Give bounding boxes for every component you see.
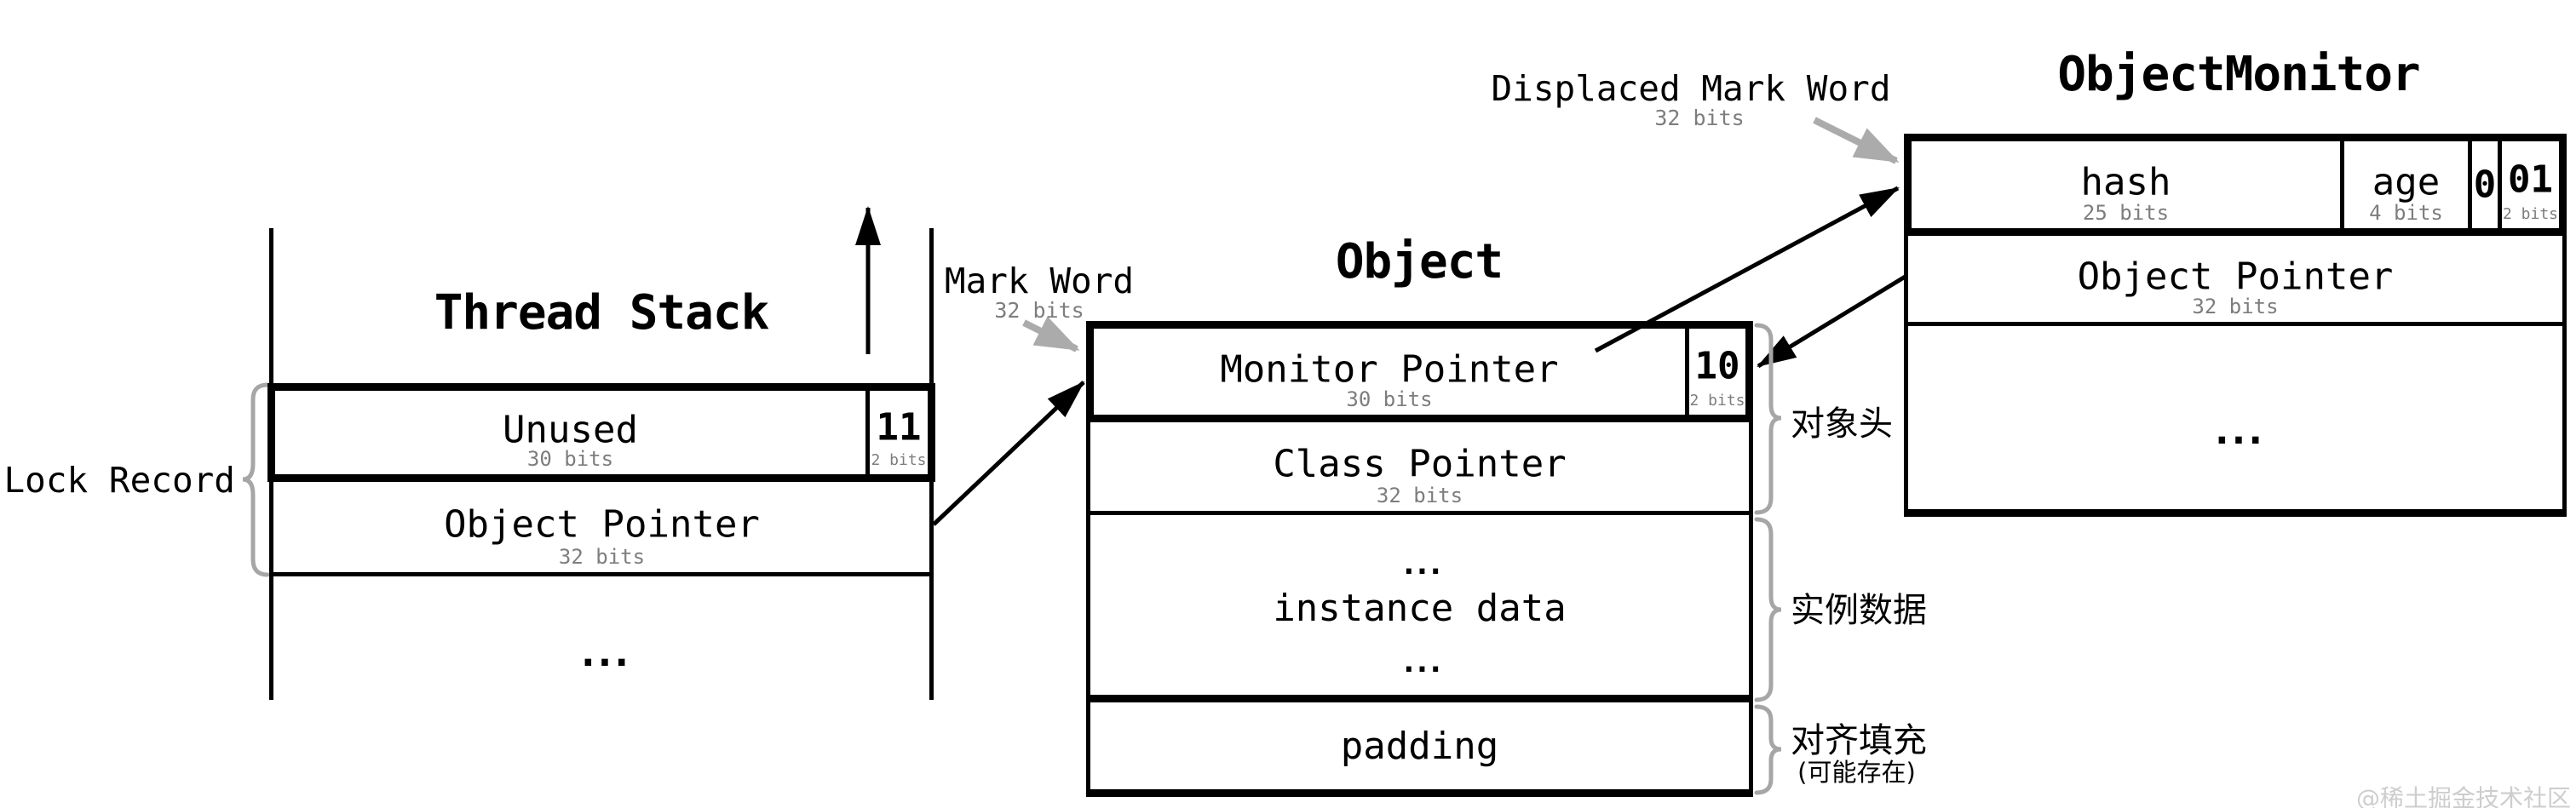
lockrecord-object-pointer-bits: 32 bits: [558, 545, 646, 569]
arrow-lockrecord-to-object: [932, 381, 1085, 526]
objectmonitor-object-pointer-row: Object Pointer 32 bits: [1908, 236, 2562, 326]
hash-label: hash: [2080, 160, 2171, 204]
object-header-cn-label: 对象头: [1791, 404, 1893, 444]
instance-data-ellipsis-bottom: ...: [1399, 645, 1445, 679]
watermark: @稀土掘金技术社区: [2355, 784, 2571, 808]
thread-stack-title: Thread Stack: [434, 285, 770, 341]
lock-flag-11-cell: 11 2 bits: [865, 391, 928, 474]
instance-data-ellipsis-top: ...: [1399, 547, 1445, 582]
class-pointer-bits: 32 bits: [1376, 484, 1463, 507]
unused-cell: Unused 30 bits: [275, 391, 865, 474]
age-label: age: [2372, 160, 2441, 204]
lockrecord-object-pointer-row: Object Pointer 32 bits: [271, 482, 933, 576]
markword-annotation-arrow: [1022, 316, 1080, 352]
lock-flag-01-bits-label: 2 bits: [2502, 205, 2559, 223]
unused-bits-label: 30 bits: [526, 447, 614, 471]
lock-flag-01-cell: 01 2 bits: [2498, 141, 2559, 228]
lock-record-brace: [242, 382, 270, 577]
thread-stack-ellipsis: ...: [576, 629, 633, 675]
alignment-padding-brace: [1754, 704, 1782, 795]
displaced-mark-word-annotation: Displaced Mark Word: [1491, 68, 1891, 109]
monitor-pointer-cell: Monitor Pointer 30 bits: [1094, 329, 1685, 415]
lock-record-label: Lock Record: [3, 460, 235, 501]
monitor-pointer-label: Monitor Pointer: [1220, 347, 1559, 391]
bias-bit-value: 0: [2473, 163, 2497, 207]
lock-flag-10-value: 10: [1694, 344, 1740, 388]
object-markword-row: Monitor Pointer 30 bits 10 2 bits: [1086, 321, 1753, 422]
may-exist-cn-label: (可能存在): [1797, 758, 1916, 787]
displaced-markword-annotation-arrow: [1813, 117, 1900, 164]
lock-flag-11-value: 11: [876, 405, 922, 450]
lock-record-unused-row: Unused 30 bits 11 2 bits: [267, 383, 935, 482]
padding-label: padding: [1340, 724, 1499, 768]
age-bits-label: 4 bits: [2369, 201, 2443, 225]
instance-data-cn-label: 实例数据: [1791, 591, 1927, 630]
object-box: Monitor Pointer 30 bits 10 2 bits Class …: [1086, 321, 1753, 797]
object-title: Object: [1335, 234, 1504, 289]
object-monitor-title: ObjectMonitor: [2057, 47, 2420, 102]
objectmonitor-ellipsis: ...: [2210, 407, 2267, 453]
unused-label: Unused: [503, 408, 638, 452]
class-pointer-row: Class Pointer 32 bits: [1090, 422, 1749, 515]
mark-word-annotation: Mark Word: [944, 261, 1135, 301]
instance-data-row: ... instance data ...: [1090, 515, 1749, 702]
bias-bit-cell: 0: [2468, 141, 2498, 228]
objectmonitor-object-pointer-label: Object Pointer: [2077, 254, 2394, 298]
hash-cell: hash 25 bits: [1912, 141, 2340, 228]
object-header-brace: [1754, 323, 1782, 515]
alignment-padding-cn-label: 对齐填充: [1791, 721, 1927, 760]
monitor-pointer-bits: 30 bits: [1346, 387, 1433, 411]
lockrecord-object-pointer-label: Object Pointer: [444, 502, 760, 547]
age-cell: age 4 bits: [2340, 141, 2468, 228]
instance-data-brace: [1754, 517, 1782, 702]
lock-flag-01-value: 01: [2508, 158, 2553, 202]
objectmonitor-object-pointer-bits: 32 bits: [2192, 295, 2279, 318]
displaced-mark-word-bits: 32 bits: [1654, 106, 1745, 130]
object-body-rows: Class Pointer 32 bits ... instance data …: [1086, 422, 1753, 797]
padding-row: padding: [1090, 702, 1749, 789]
lock-flag-10-cell: 10 2 bits: [1685, 329, 1745, 415]
hash-bits-label: 25 bits: [2082, 201, 2170, 225]
object-monitor-header-row: hash 25 bits age 4 bits 0 01 2 bits: [1904, 134, 2567, 236]
object-monitor-body-rows: Object Pointer 32 bits ...: [1904, 236, 2567, 517]
lock-flag-10-bits-label: 2 bits: [1689, 392, 1745, 410]
instance-data-label: instance data: [1273, 587, 1567, 630]
objectmonitor-ellipsis-row: ...: [1908, 326, 2562, 509]
mark-word-bits-annotation: 32 bits: [994, 298, 1084, 323]
class-pointer-label: Class Pointer: [1273, 442, 1567, 486]
object-monitor-box: hash 25 bits age 4 bits 0 01 2 bits Obje…: [1904, 134, 2567, 517]
arrow-objectmonitor-to-object: [1757, 273, 1908, 369]
lock-flag-11-bits-label: 2 bits: [871, 451, 927, 469]
